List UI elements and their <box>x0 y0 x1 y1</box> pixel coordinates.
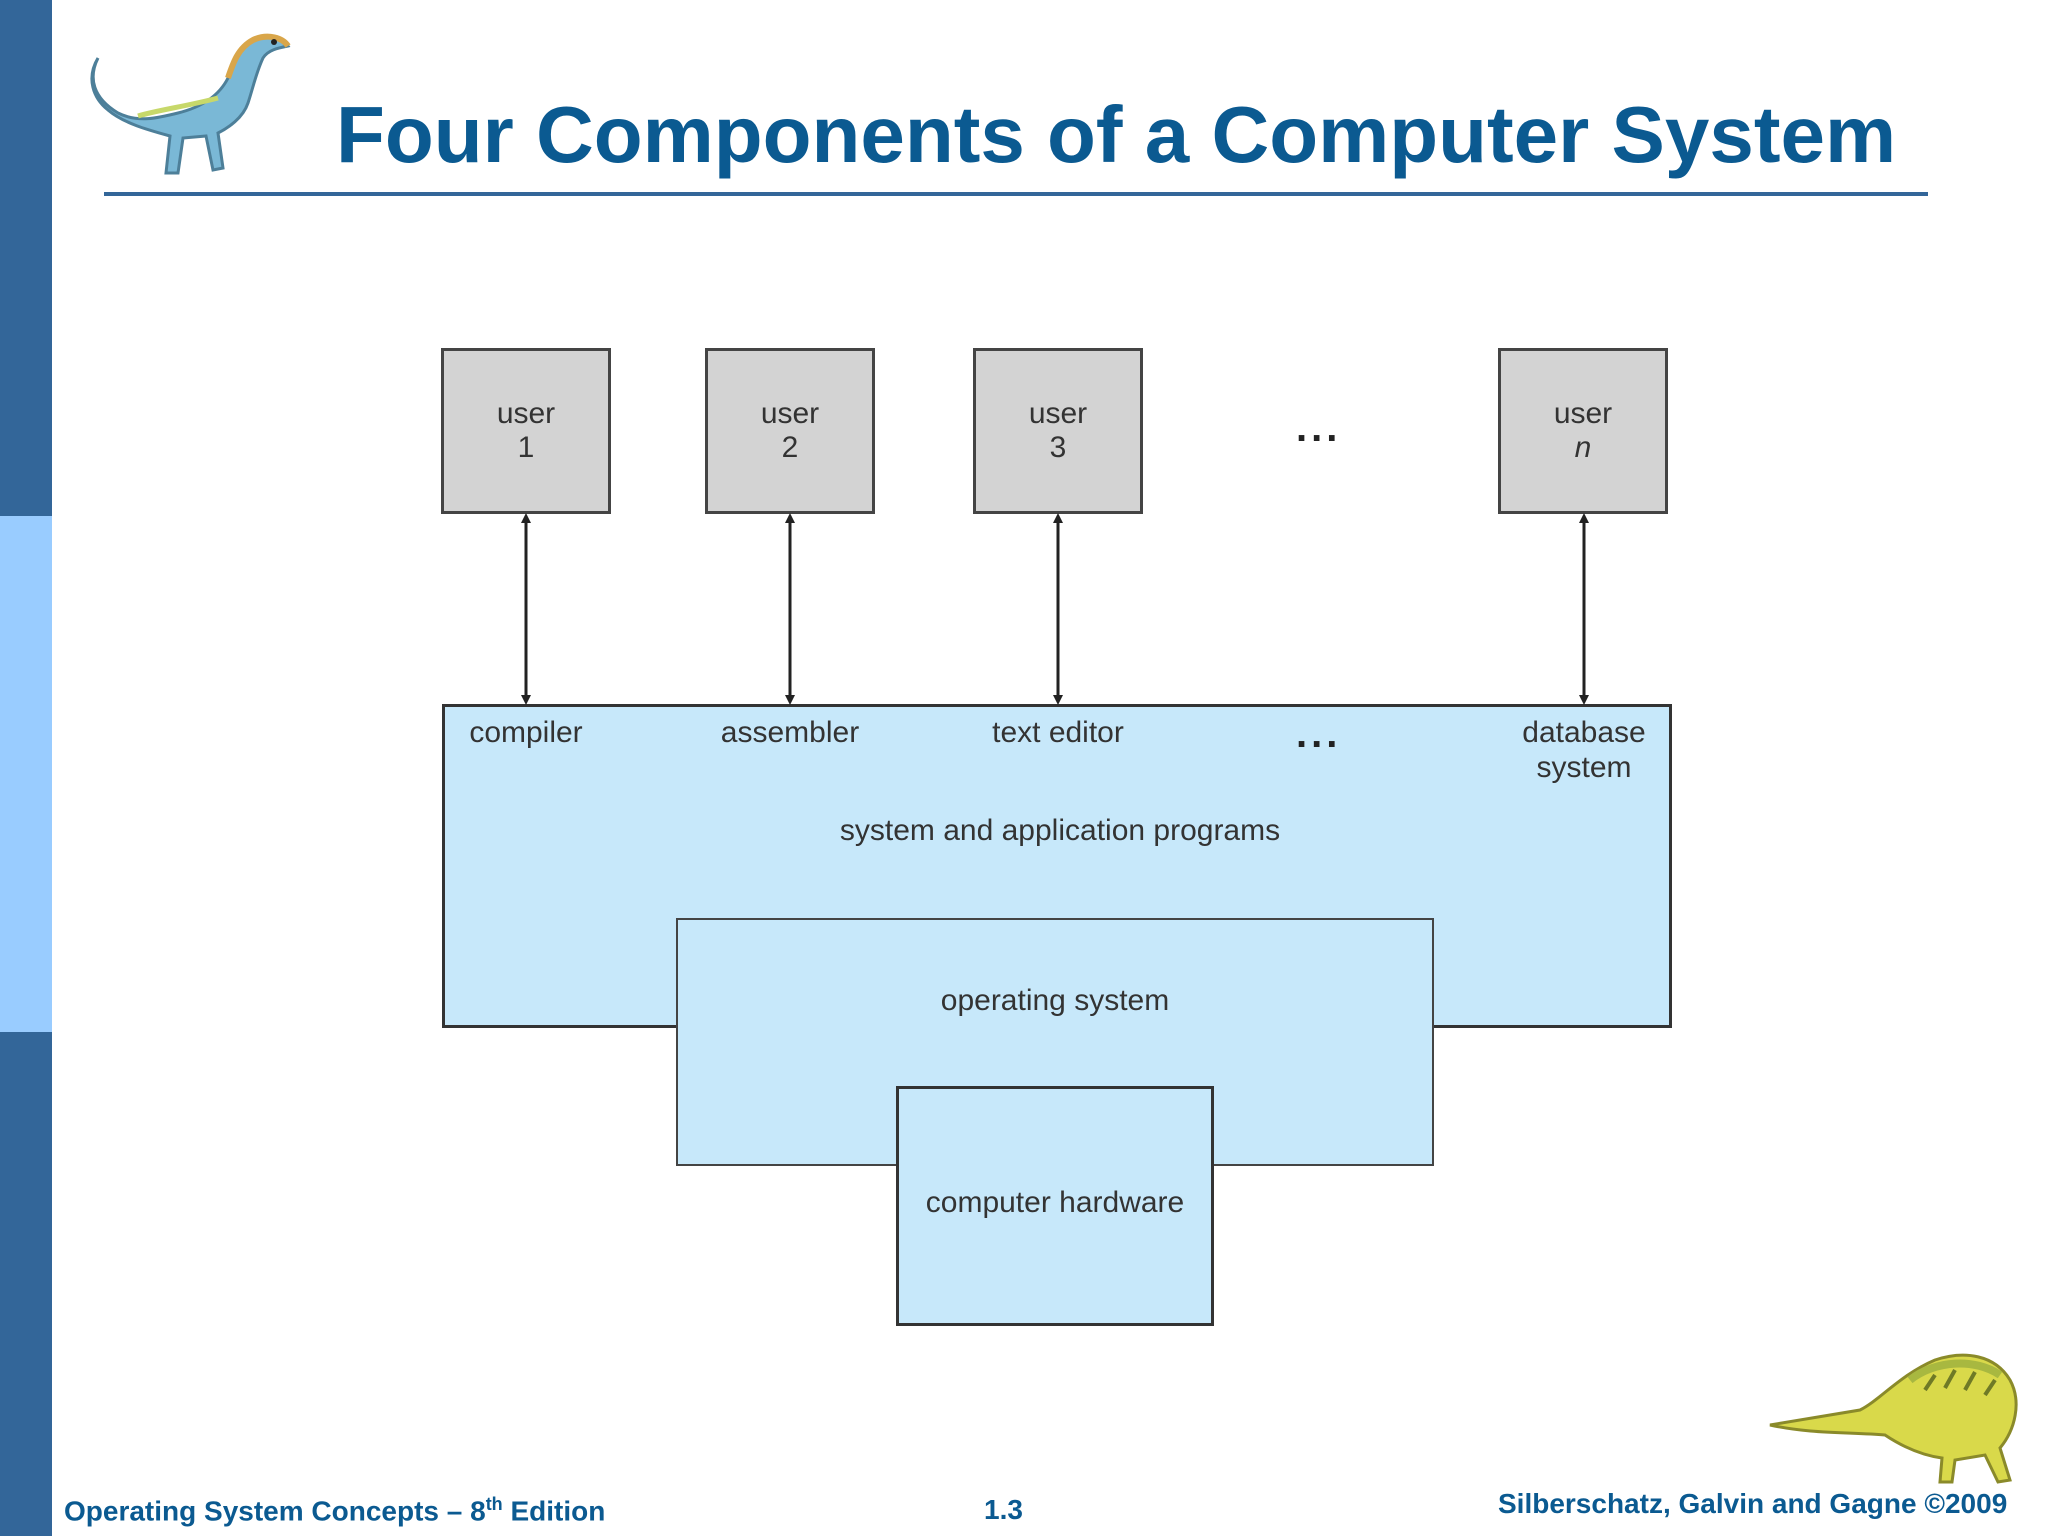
user-box-label: user <box>760 397 820 430</box>
user-box-label: user <box>1028 397 1088 430</box>
user-box-label: user <box>496 397 556 430</box>
program-database: database <box>1522 716 1646 749</box>
sidebar-segment-middle <box>0 516 52 1032</box>
footer-book-title-main: Operating System Concepts – 8 <box>64 1495 486 1527</box>
user-box-number: 1 <box>517 431 535 464</box>
user-ellipsis: ... <box>1296 406 1342 450</box>
footer-authors: Silberschatz, Galvin and Gagne ©2009 <box>1498 1488 2008 1519</box>
program-compiler: compiler <box>469 716 583 749</box>
user-box-label: user <box>1553 397 1613 430</box>
layer-os-label: operating system <box>940 984 1170 1017</box>
user-box-2: user 2 <box>705 348 875 514</box>
program-assembler: assembler <box>720 716 860 749</box>
footer-book-title-edition: Edition <box>502 1495 606 1527</box>
user-box-number: 3 <box>1049 431 1067 464</box>
layer-programs-label: system and application programs <box>839 814 1281 847</box>
footer-book-title-sup: th <box>485 1494 503 1514</box>
title-underline <box>104 192 1928 196</box>
sidebar-segment-top <box>0 0 52 516</box>
footer-page-number: 1.3 <box>984 1494 1023 1525</box>
footer-book-title: Operating System Concepts – 8th Edition <box>64 1494 605 1527</box>
user-box-3: user 3 <box>973 348 1143 514</box>
program-database-system: system <box>1536 751 1632 784</box>
user-box-n: user n <box>1498 348 1668 514</box>
user-box-1: user 1 <box>441 348 611 514</box>
hardware-layer-box <box>896 1086 1214 1326</box>
program-ellipsis: ... <box>1296 712 1342 756</box>
programs-layer-box <box>442 704 1672 1028</box>
sidebar-bar <box>0 0 52 1536</box>
user-box-number: n <box>1574 431 1592 464</box>
dinosaur-top-left-icon <box>90 33 291 175</box>
page-title: Four Components of a Computer System <box>336 90 1897 179</box>
user-box-number: 2 <box>781 431 799 464</box>
dinosaur-bottom-right-icon <box>1769 1353 2018 1484</box>
sidebar-segment-bottom <box>0 1032 52 1536</box>
program-text-editor: text editor <box>992 716 1124 749</box>
layer-hardware-label: computer hardware <box>925 1186 1185 1219</box>
